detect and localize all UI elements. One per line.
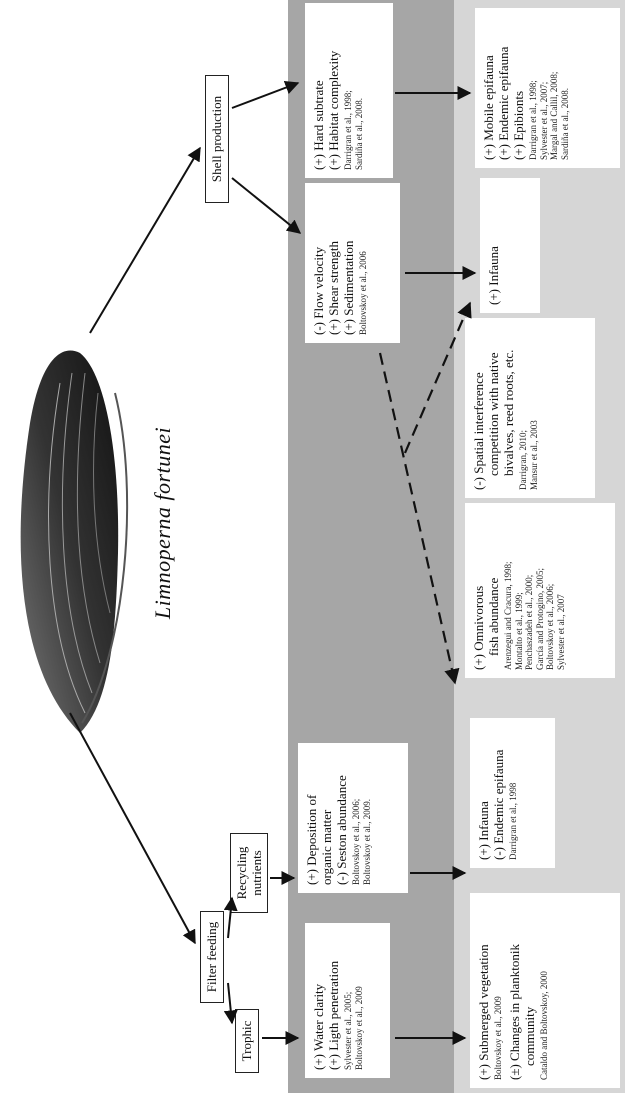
arrow-filter-to-trophic [223,982,238,1025]
arrow-filter-to-recycling [223,896,238,939]
arrow-shell-to-flow [231,177,302,234]
dashed-arrow-to-spatial [403,301,472,454]
dashed-arrow-to-fish [378,352,460,685]
arrow-mussel-to-shell-production [89,146,201,334]
mussel-shell-illustration [20,350,129,733]
arrow-shell-to-substrate [231,80,300,109]
arrow-mussel-to-filter-feeding [69,712,196,945]
